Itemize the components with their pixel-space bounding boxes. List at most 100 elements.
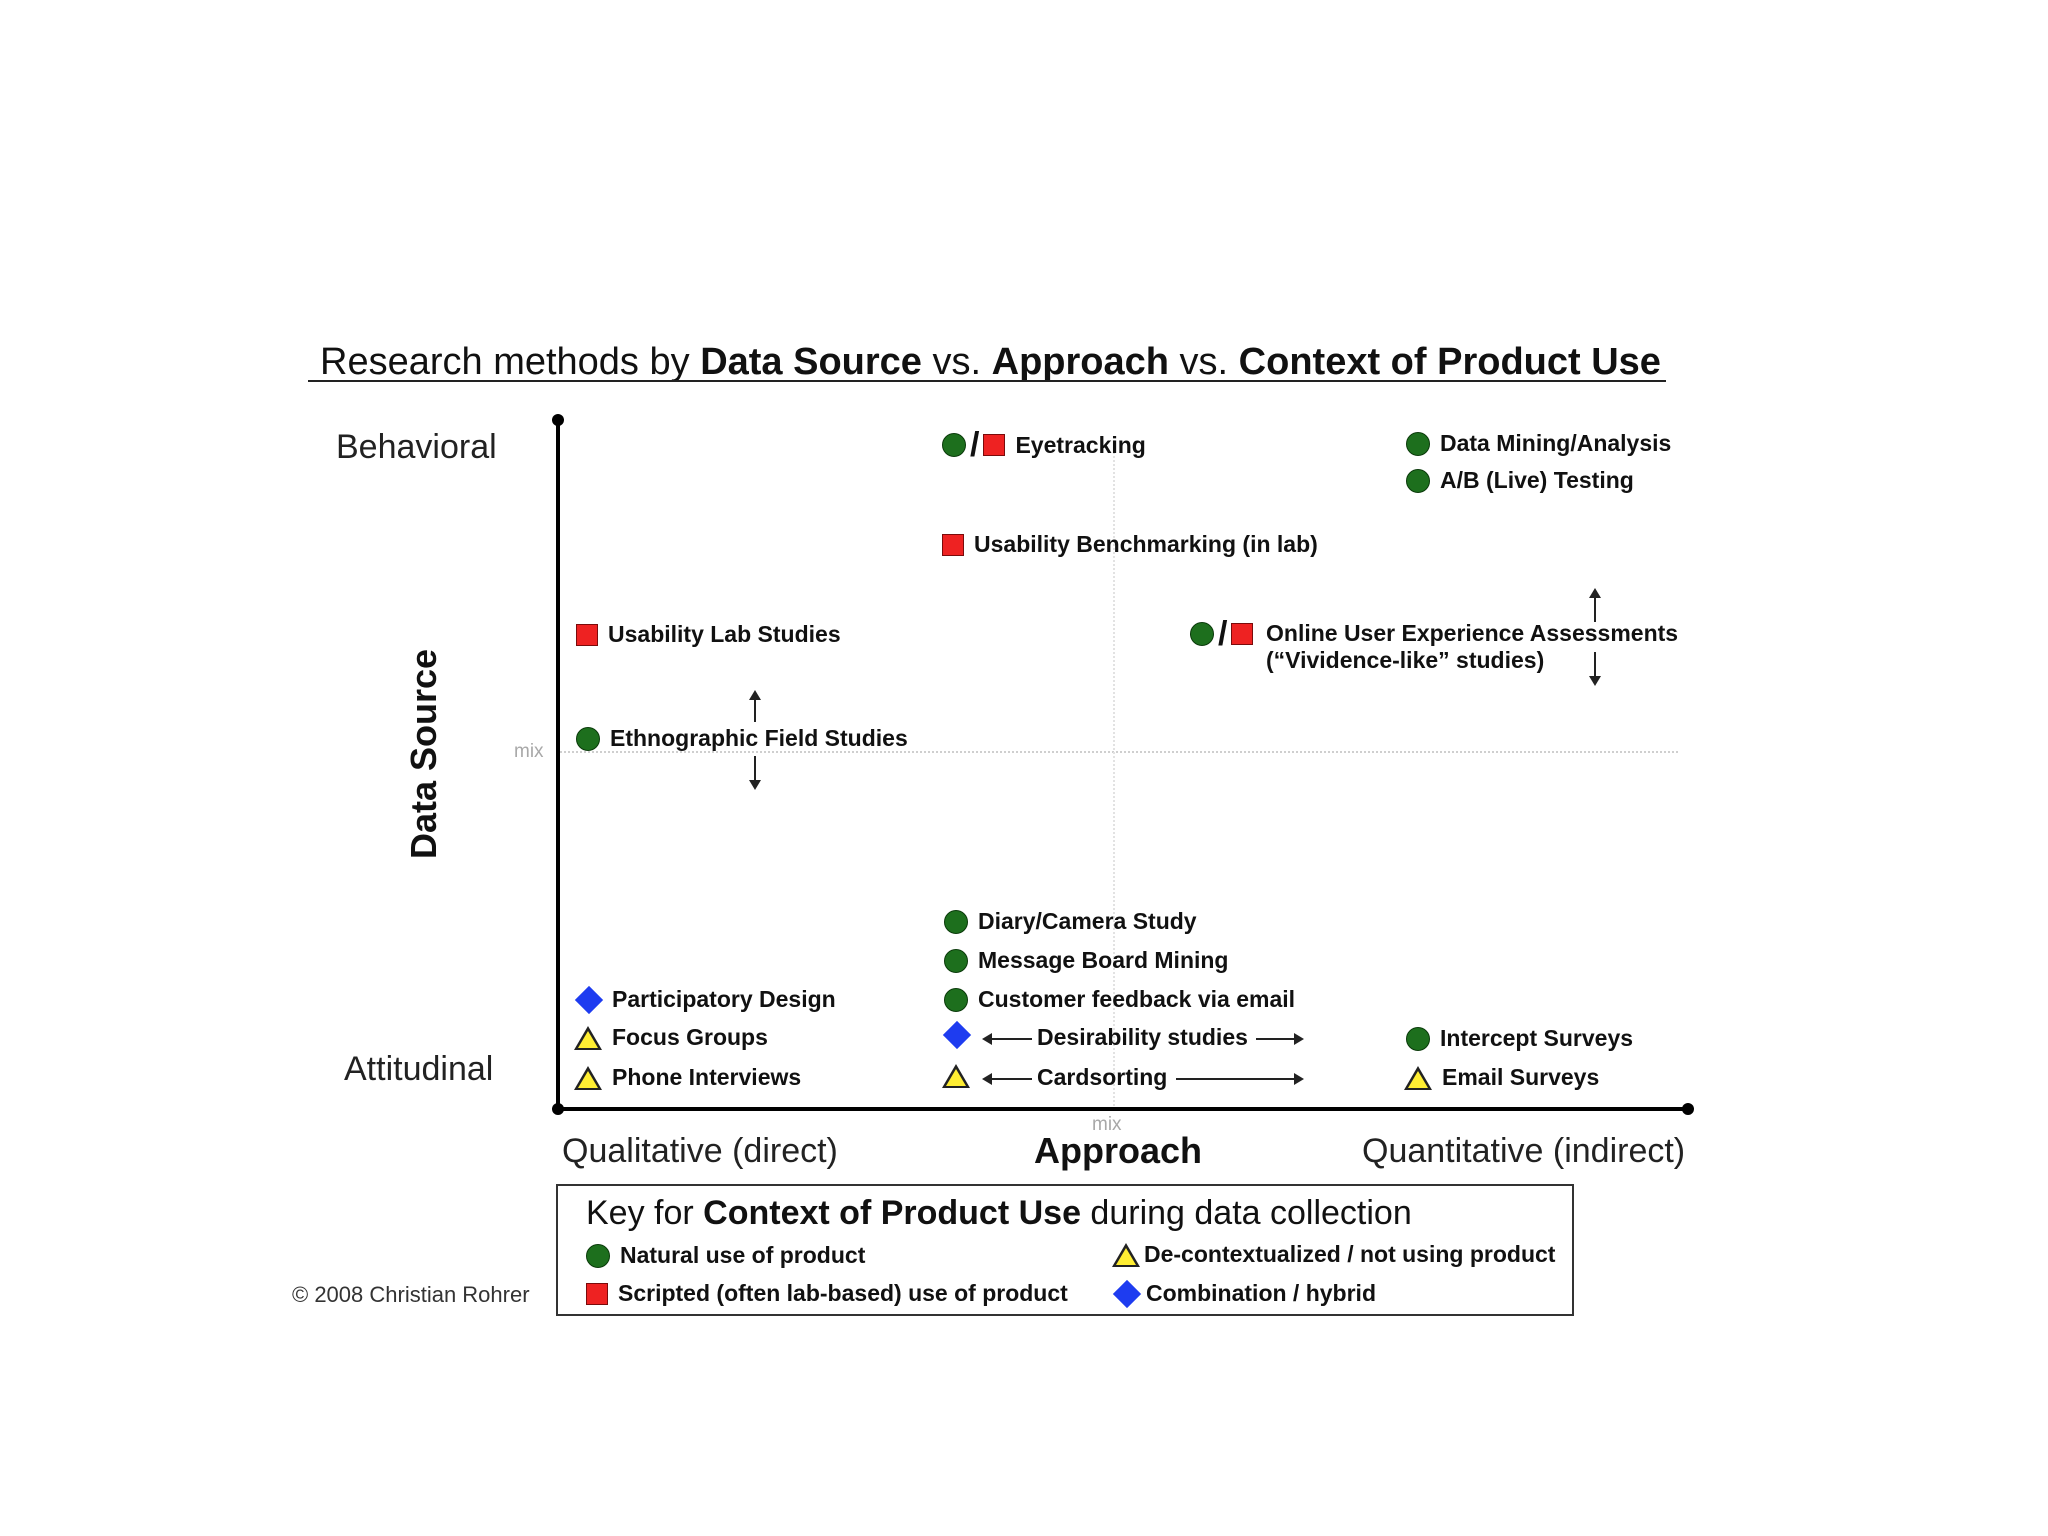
- natural-use-marker: [944, 948, 968, 973]
- method-ab-testing: A/B (Live) Testing: [1406, 467, 1634, 494]
- cardsorting-label: Cardsorting: [1037, 1064, 1168, 1090]
- natural-use-marker: [586, 1243, 610, 1268]
- legend-label: Natural use of product: [620, 1242, 866, 1268]
- method-label: Participatory Design: [612, 986, 836, 1012]
- natural-use-marker: [1190, 622, 1214, 646]
- legend-combination: Combination / hybrid: [1112, 1279, 1376, 1308]
- method-label: Eyetracking: [1015, 431, 1146, 458]
- natural-use-marker: [1406, 468, 1430, 493]
- x-axis-left-label: Qualitative (direct): [562, 1132, 838, 1170]
- up-arrow: [1589, 588, 1601, 622]
- combination-marker: [942, 1020, 972, 1050]
- x-axis-right-label: Quantitative (indirect): [1362, 1132, 1686, 1170]
- method-label: Usability Lab Studies: [608, 621, 841, 647]
- method-label: Customer feedback via email: [978, 986, 1296, 1012]
- scripted-use-marker: [586, 1282, 608, 1305]
- method-diary-camera-study: Diary/Camera Study: [944, 908, 1197, 935]
- legend-title-suffix: during data collection: [1080, 1194, 1412, 1232]
- method-data-mining: Data Mining/Analysis: [1406, 430, 1671, 457]
- chart-title: Research methods by Data Source vs. Appr…: [320, 338, 1661, 386]
- title-vs-2: vs.: [1168, 341, 1239, 383]
- method-intercept-surveys: Intercept Surveys: [1406, 1025, 1633, 1052]
- down-arrow: [749, 756, 761, 790]
- method-eyetracking: / Eyetracking: [942, 428, 1146, 462]
- title-underline: [308, 380, 1666, 382]
- down-arrow: [1589, 652, 1601, 686]
- natural-use-marker: [944, 909, 968, 934]
- method-label: Message Board Mining: [978, 947, 1229, 973]
- x-axis-mix-label: mix: [1092, 1114, 1122, 1135]
- y-axis-title: Data Source: [403, 648, 444, 860]
- method-focus-groups: Focus Groups: [574, 1024, 768, 1051]
- legend-box: Key for Context of Product Use during da…: [556, 1184, 1574, 1316]
- method-label: Email Surveys: [1442, 1064, 1600, 1090]
- method-label: Usability Benchmarking (in lab): [974, 531, 1318, 557]
- natural-use-marker: [944, 987, 968, 1012]
- online-ux-label-line1: Online User Experience Assessments: [1266, 620, 1679, 646]
- legend-label: Combination / hybrid: [1146, 1280, 1376, 1306]
- method-phone-interviews: Phone Interviews: [574, 1064, 801, 1091]
- right-arrow: [1256, 1033, 1304, 1045]
- scripted-use-marker: [942, 533, 964, 556]
- method-label: Ethnographic Field Studies: [610, 725, 908, 751]
- right-arrow: [1176, 1073, 1304, 1085]
- method-participatory-design: Participatory Design: [574, 985, 836, 1014]
- method-label: Diary/Camera Study: [978, 908, 1197, 934]
- title-vs-1: vs.: [921, 341, 992, 383]
- scripted-use-marker: [1231, 623, 1254, 645]
- method-label: Focus Groups: [612, 1024, 768, 1050]
- scripted-use-marker: [576, 623, 598, 646]
- legend-decontextualized: De-contextualized / not using product: [1112, 1241, 1555, 1268]
- decontextualized-marker: [1112, 1242, 1140, 1267]
- method-customer-feedback: Customer feedback via email: [944, 986, 1295, 1013]
- origin-dot: [552, 1103, 564, 1115]
- method-label: A/B (Live) Testing: [1440, 467, 1634, 493]
- method-label: Data Mining/Analysis: [1440, 430, 1672, 456]
- left-arrow: [982, 1033, 1032, 1045]
- decontextualized-marker: [574, 1065, 602, 1090]
- natural-use-marker: [1406, 1026, 1430, 1051]
- y-axis-end-dot: [552, 414, 564, 426]
- method-online-ux-assessments: /: [1190, 615, 1254, 653]
- method-desirability-studies: [942, 1020, 972, 1050]
- decontextualized-marker: [942, 1064, 970, 1088]
- title-prefix: Research methods by: [320, 341, 701, 383]
- method-usability-lab-studies: Usability Lab Studies: [576, 621, 841, 648]
- y-axis-bottom-label: Attitudinal: [344, 1050, 494, 1088]
- natural-use-marker: [576, 726, 600, 751]
- method-ethnographic-field-studies: Ethnographic Field Studies: [576, 725, 908, 752]
- legend-scripted: Scripted (often lab-based) use of produc…: [586, 1280, 1068, 1307]
- method-email-surveys: Email Surveys: [1404, 1064, 1599, 1091]
- decontextualized-marker: [574, 1025, 602, 1050]
- natural-use-marker: [942, 433, 966, 457]
- method-label: Intercept Surveys: [1440, 1025, 1634, 1051]
- method-cardsorting: [942, 1064, 970, 1088]
- mix-gridline-vertical: [1113, 440, 1115, 1106]
- y-axis-mix-label: mix: [514, 741, 544, 762]
- legend-label: Scripted (often lab-based) use of produc…: [618, 1280, 1068, 1306]
- up-arrow: [749, 690, 761, 722]
- method-label: Phone Interviews: [612, 1064, 802, 1090]
- combination-marker: [574, 985, 604, 1014]
- combination-marker: [1112, 1279, 1142, 1308]
- method-message-board-mining: Message Board Mining: [944, 947, 1228, 974]
- legend-natural: Natural use of product: [586, 1242, 865, 1269]
- legend-label: De-contextualized / not using product: [1144, 1241, 1556, 1267]
- scripted-use-marker: [983, 434, 1006, 456]
- marker-separator: /: [970, 426, 980, 464]
- legend-title-prefix: Key for: [586, 1194, 704, 1232]
- copyright-notice: © 2008 Christian Rohrer: [292, 1282, 530, 1307]
- x-axis-end-dot: [1682, 1103, 1694, 1115]
- method-usability-benchmarking: Usability Benchmarking (in lab): [942, 531, 1318, 558]
- left-arrow: [982, 1073, 1032, 1085]
- legend-title: Key for Context of Product Use during da…: [586, 1194, 1412, 1233]
- title-approach: Approach: [991, 341, 1169, 383]
- marker-separator: /: [1218, 615, 1228, 653]
- desirability-label: Desirability studies: [1037, 1024, 1248, 1050]
- mix-gridline-horizontal: [560, 751, 1678, 753]
- online-ux-label-line2: (“Vividence-like” studies): [1266, 647, 1545, 673]
- x-axis-title: Approach: [1034, 1130, 1203, 1171]
- legend-title-bold: Context of Product Use: [703, 1194, 1081, 1232]
- y-axis-line: [556, 420, 560, 1110]
- natural-use-marker: [1406, 431, 1430, 456]
